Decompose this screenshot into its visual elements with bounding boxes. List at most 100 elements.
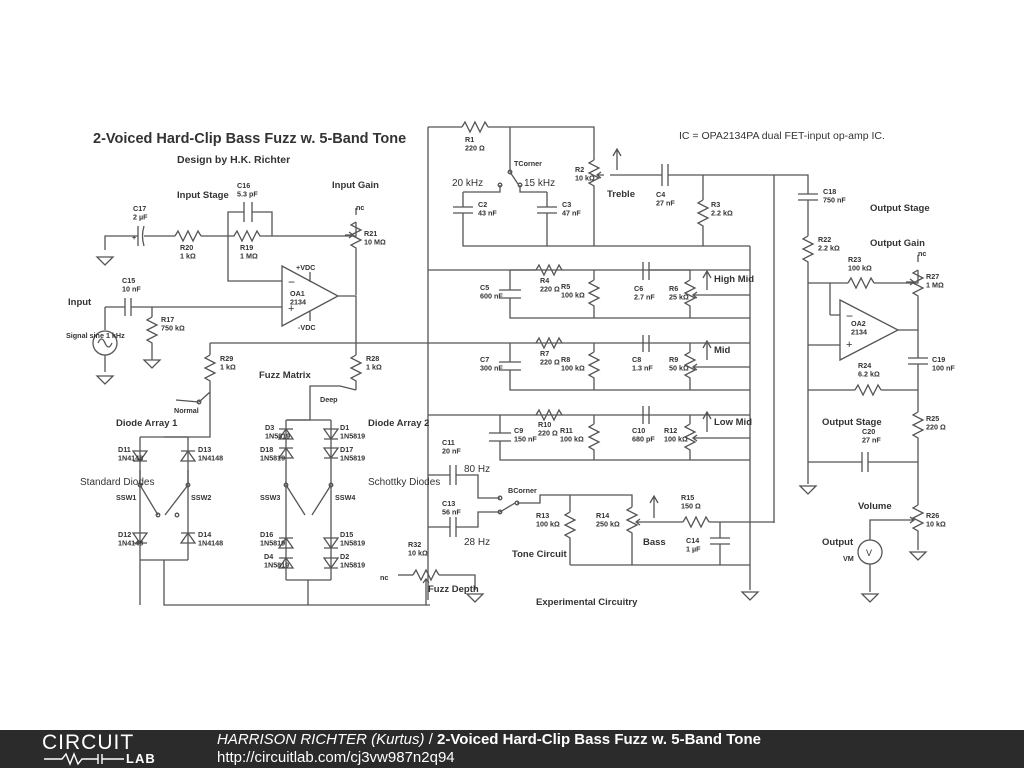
component-value: 1N4148 (198, 454, 223, 463)
f20k-label: 20 kHz (452, 178, 483, 189)
circuit-url-link[interactable]: http://circuitlab.com/cj3vw987n2q94 (217, 749, 455, 766)
component-value: 1N5819 (260, 539, 285, 548)
bass-label: Bass (643, 537, 666, 548)
component-ref: R27 (926, 272, 939, 281)
diode-array-1-label: Diode Array 1 (116, 418, 178, 429)
component-ref: C2 (478, 200, 487, 209)
input-gain-label: Input Gain (332, 180, 379, 191)
component-value: 1N5819 (340, 539, 365, 548)
component-ref: C18 (823, 187, 836, 196)
nvdc-label: -VDC (298, 323, 316, 332)
component-ref: C11 (442, 438, 455, 447)
component-ref: R28 (366, 354, 379, 363)
component-value: 250 kΩ (596, 520, 620, 529)
component-ref: D12 (118, 530, 131, 539)
circuitlab-logo[interactable]: CIRCUIT LAB (42, 732, 177, 766)
component-ref: D4 (264, 552, 273, 561)
output-stage: − + V (774, 174, 928, 603)
component-ref: SSW1 (116, 493, 136, 502)
component-ref: R9 (669, 355, 678, 364)
vm-label: VM (843, 554, 854, 563)
circuit-title-link[interactable]: 2-Voiced Hard-Clip Bass Fuzz w. 5-Band T… (437, 731, 761, 748)
component-value: 10 kΩ (575, 174, 595, 183)
component-ref: R19 (240, 243, 253, 252)
component-value: 220 Ω (538, 429, 558, 438)
component-ref: D15 (340, 530, 353, 539)
volume-label: Volume (858, 501, 892, 512)
tone-circuit-label: Tone Circuit (512, 549, 568, 560)
component-value: 10 kΩ (408, 549, 428, 558)
component-ref: OA2 (851, 319, 866, 328)
component-value: 100 kΩ (664, 435, 688, 444)
component-value: 10 kΩ (926, 520, 946, 529)
tone-section (427, 120, 775, 601)
nc-label-3: nc (918, 249, 926, 258)
logo-text-top: CIRCUIT (42, 731, 135, 754)
component-value: 20 nF (442, 447, 461, 456)
component-ref: D11 (118, 445, 131, 454)
schematic-subtitle: Design by H.K. Richter (177, 154, 290, 166)
component-value: 1N4148 (198, 539, 223, 548)
input-stage: + − + (92, 202, 363, 385)
component-ref: C10 (632, 426, 645, 435)
signal-label: Signal sine 1 kHz (66, 331, 125, 340)
component-value: 150 Ω (681, 502, 701, 511)
ic-note: IC = OPA2134PA dual FET-input op-amp IC. (679, 130, 885, 142)
component-value: 47 nF (562, 209, 581, 218)
component-value: 10 MΩ (364, 238, 386, 247)
logo-text-bottom: LAB (126, 751, 156, 766)
component-label-ssw3: SSW3 (260, 493, 280, 502)
component-ref: C20 (862, 427, 875, 436)
component-value: 5.3 pF (237, 190, 258, 199)
component-value: 220 Ω (540, 285, 560, 294)
component-value: 2.2 kΩ (711, 209, 733, 218)
deep-label: Deep (320, 395, 338, 404)
component-ref: R24 (858, 361, 871, 370)
component-value: 220 Ω (465, 144, 485, 153)
component-ref: R32 (408, 540, 421, 549)
component-value: 56 nF (442, 508, 461, 517)
footer-bar: CIRCUIT LAB HARRISON RICHTER (Kurtus) / … (0, 730, 1024, 768)
component-ref: D16 (260, 530, 273, 539)
footer-byline: HARRISON RICHTER (Kurtus) / 2-Voiced Har… (217, 731, 761, 749)
component-ref: R7 (540, 349, 549, 358)
component-ref: R23 (848, 255, 861, 264)
svg-text:−: − (846, 309, 853, 323)
component-ref: R14 (596, 511, 609, 520)
author-link[interactable]: HARRISON RICHTER (Kurtus) (217, 731, 425, 748)
component-ref: C15 (122, 276, 135, 285)
component-value: 1N5819 (340, 454, 365, 463)
component-value: 220 Ω (926, 423, 946, 432)
output-label: Output (822, 537, 854, 548)
mid-label: Mid (714, 345, 731, 356)
svg-text:+: + (846, 339, 852, 351)
tcorner-label: TCorner (514, 159, 542, 168)
component-value: 750 nF (823, 196, 846, 205)
component-value: 1 kΩ (366, 363, 382, 372)
component-ref: R1 (465, 135, 474, 144)
component-value: 1N5819 (340, 432, 365, 441)
component-ref: R20 (180, 243, 193, 252)
input-stage-label: Input Stage (177, 190, 229, 201)
component-value: 600 nF (480, 292, 503, 301)
